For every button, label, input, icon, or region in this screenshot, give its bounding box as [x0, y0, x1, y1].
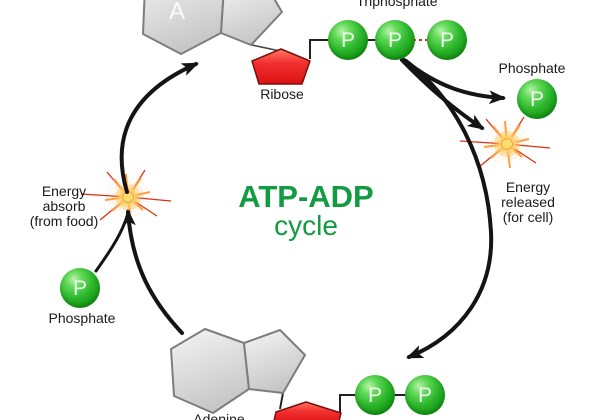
- atp-to-adp-arrow: [404, 59, 494, 359]
- ribose-pentagon-bottom: [273, 401, 342, 420]
- adenine-ribose-bond-bottom: [279, 392, 284, 410]
- ribose-pentagon-top: [251, 48, 311, 85]
- adp-to-energy-arrow: [122, 208, 184, 335]
- energy-released-starburst: [459, 116, 551, 169]
- energy-released-line2: released: [501, 194, 555, 210]
- diagram-title-line2: cycle: [274, 210, 338, 241]
- phosphate-join-line: [94, 220, 127, 273]
- diagram-title: ATP-ADP cycle: [238, 179, 374, 241]
- energy-absorb-line3: (from food): [29, 213, 99, 229]
- energy-released-label: Energy released (for cell): [501, 180, 555, 225]
- energy-absorb-line2: absorb: [42, 198, 86, 214]
- phosphate-sphere-atp-2: P: [375, 20, 415, 60]
- ribose-label: Ribose: [260, 86, 304, 102]
- diagram-title-line1: ATP-ADP: [238, 179, 374, 214]
- phosphate-letter: P: [387, 28, 402, 52]
- triphosphate-label: Triphosphate: [356, 0, 438, 9]
- energy-released-line3: (for cell): [502, 209, 554, 225]
- energy-absorb-line1: Energy: [41, 183, 87, 199]
- phosphate-letter: P: [529, 87, 544, 111]
- phosphate-sphere-adp-1: P: [355, 375, 395, 415]
- atp-molecule-top: [142, 0, 447, 85]
- energy-absorb-label: Energy absorb (from food): [30, 184, 98, 229]
- energy-released-line1: Energy: [505, 179, 551, 195]
- phosphate-letter: P: [367, 383, 382, 407]
- phosphate-left-label: Phosphate: [48, 310, 116, 326]
- phosphate-sphere-adp-2: P: [405, 375, 445, 415]
- phosphate-sphere-free-left: P: [60, 268, 100, 308]
- adenine-pentagon-top: [220, 0, 283, 46]
- phosphate-letter: P: [439, 28, 454, 52]
- phosphate-letter: P: [340, 28, 355, 52]
- adenine-hexagon-bottom: [170, 328, 250, 414]
- adenine-letter: A: [168, 0, 186, 25]
- adenine-ribose-bond-top: [251, 44, 281, 52]
- phosphate-letter: P: [72, 276, 87, 300]
- phosphate-sphere-atp-1: P: [328, 20, 368, 60]
- adenine-label: Adenine: [193, 411, 245, 420]
- phosphate-sphere-atp-3: P: [427, 20, 467, 60]
- adenine-pentagon-bottom: [243, 329, 306, 394]
- phosphate-right-label: Phosphate: [498, 60, 566, 76]
- phosphate-letter: P: [417, 383, 432, 407]
- phosphate-sphere-released: P: [517, 79, 557, 119]
- energy-to-atp-arrow: [119, 62, 199, 194]
